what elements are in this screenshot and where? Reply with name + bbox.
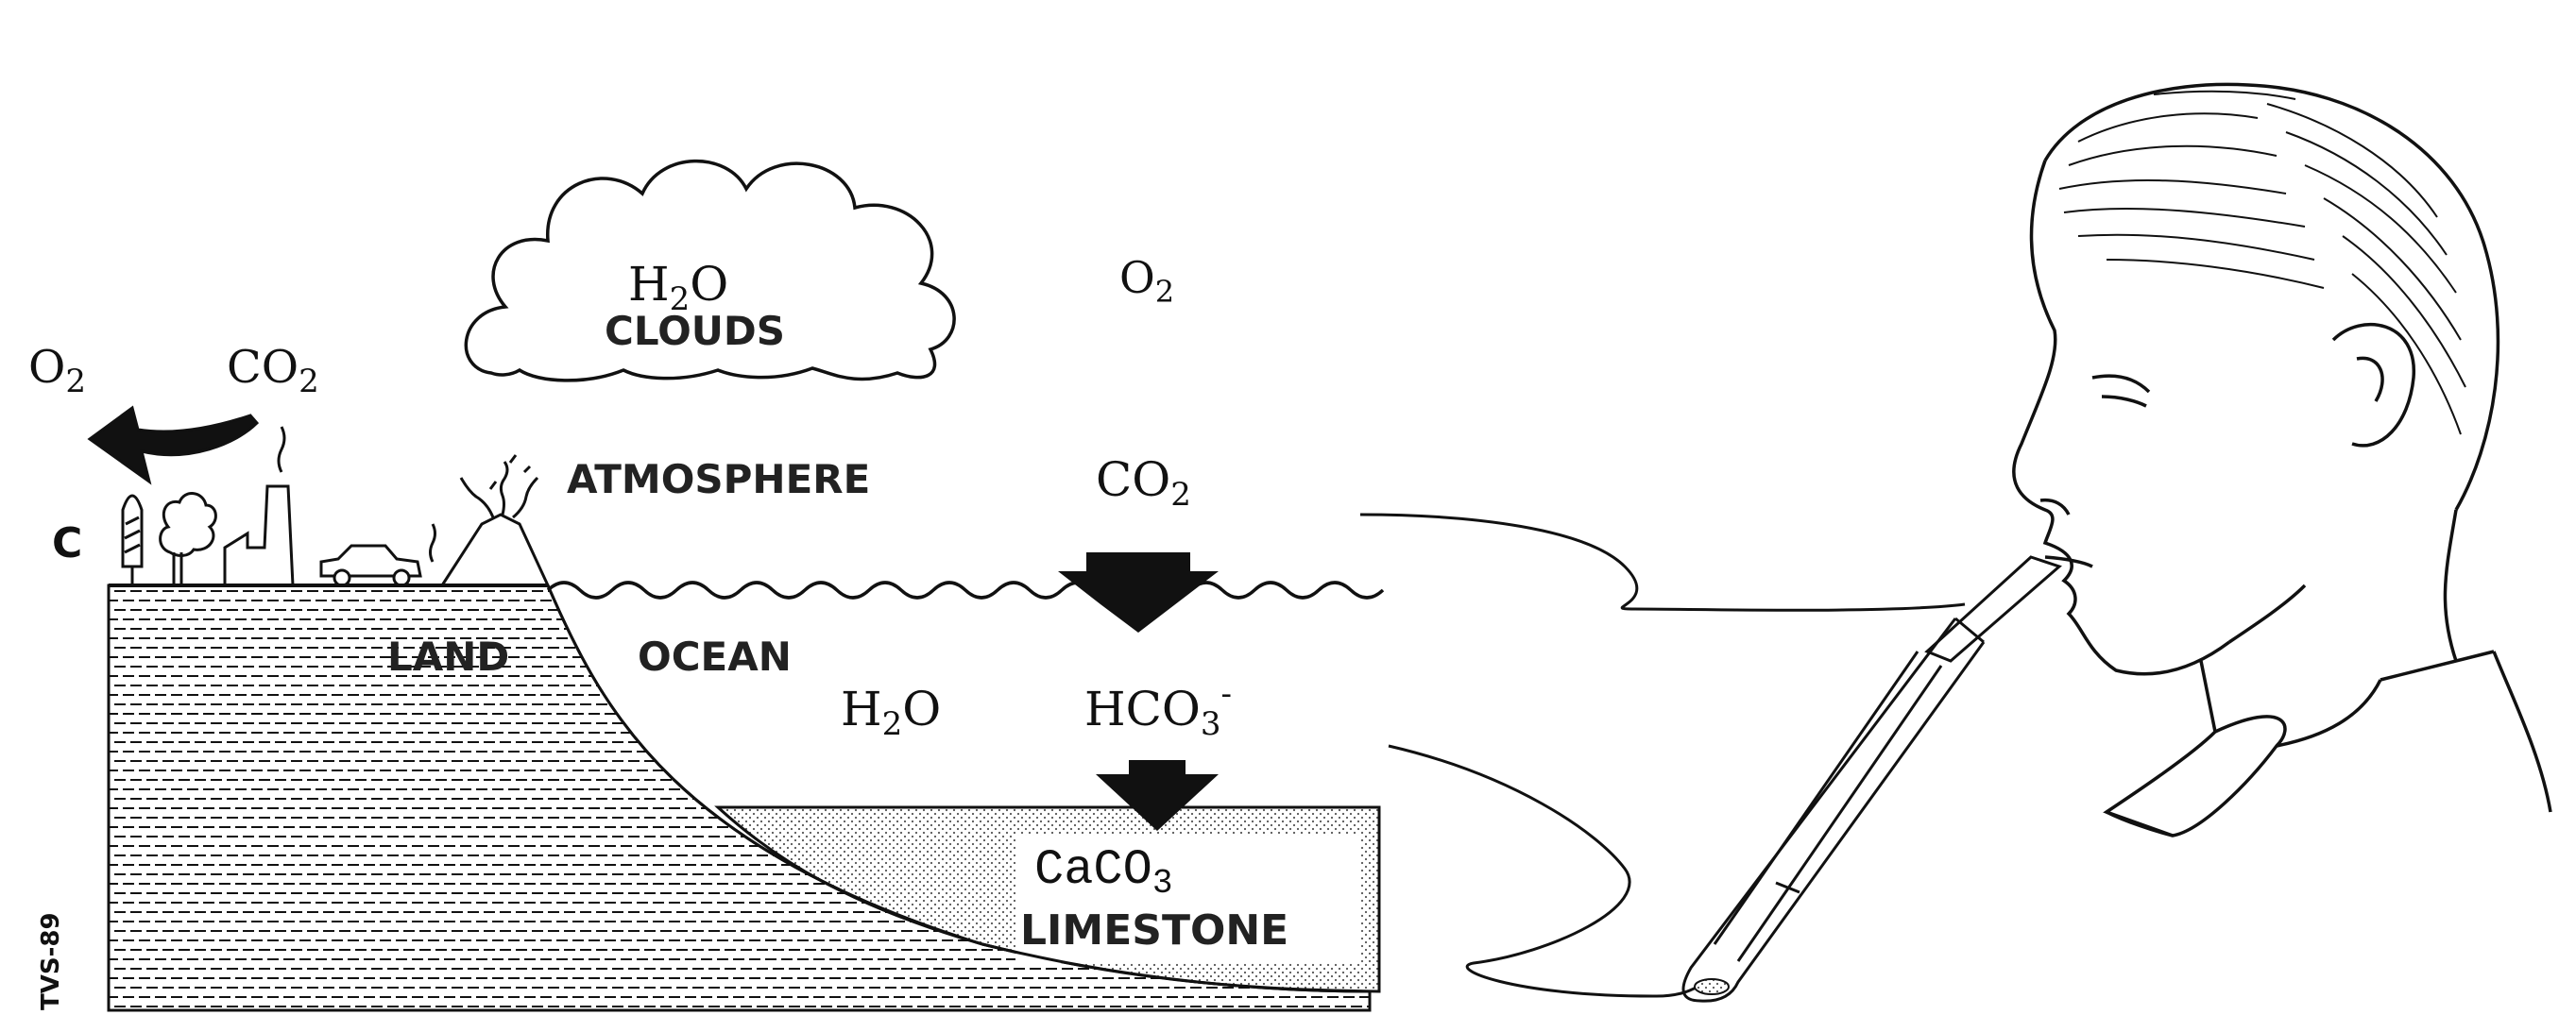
- label-o2-top: O2: [1119, 252, 1174, 310]
- hair-texture: [2058, 90, 2466, 435]
- breath-tube: [1359, 513, 1966, 998]
- svg-text:H2O: H2O: [841, 682, 941, 743]
- label-clouds: CLOUDS: [605, 308, 785, 354]
- label-h2o-cloud: H2O: [628, 257, 728, 318]
- coastline: [546, 584, 1371, 993]
- svg-text:O2: O2: [28, 341, 86, 400]
- label-bicarbonate: HCO3-: [1084, 675, 1232, 743]
- precipitation-arrow: [1096, 760, 1219, 831]
- co2-absorption-arrow: [1058, 552, 1219, 633]
- label-co2-left: CO2: [227, 341, 319, 400]
- test-tube-sediment: [1694, 978, 1730, 995]
- cloud-icon: [464, 159, 956, 382]
- label-atmosphere: ATMOSPHERE: [567, 456, 870, 502]
- label-h2o-ocean: H2O: [841, 682, 941, 743]
- svg-text:CO2: CO2: [1096, 452, 1191, 514]
- volcano-icon: [440, 454, 550, 586]
- svg-text:HCO3-: HCO3-: [1084, 675, 1232, 743]
- label-land: LAND: [387, 634, 509, 680]
- label-calcium-carbonate: CaCO3: [1034, 842, 1172, 903]
- label-co2-atmosphere: CO2: [1096, 452, 1191, 514]
- svg-text:O2: O2: [1119, 252, 1174, 310]
- svg-text:H2O: H2O: [628, 257, 728, 318]
- label-o2-left: O2: [28, 341, 86, 400]
- label-ocean: OCEAN: [638, 634, 792, 680]
- conifer-tree-icon: [121, 494, 144, 585]
- broadleaf-tree-icon: [159, 492, 217, 585]
- limestone-layer: [714, 805, 1381, 993]
- label-limestone: LIMESTONE: [1020, 906, 1288, 955]
- test-tube-icon: [1681, 555, 2062, 1003]
- limestone-label-box: [1015, 836, 1360, 963]
- svg-text:CO2: CO2: [227, 341, 319, 400]
- artist-signature: TVS-89: [37, 912, 65, 1010]
- factory-icon: [223, 426, 295, 586]
- svg-text:CaCO3: CaCO3: [1034, 842, 1172, 903]
- ocean-waves: [546, 581, 1385, 600]
- oxygen-release-arrow: [87, 405, 260, 485]
- car-icon: [319, 523, 436, 587]
- person-illustration: [2012, 82, 2552, 837]
- label-carbon: C: [52, 519, 82, 567]
